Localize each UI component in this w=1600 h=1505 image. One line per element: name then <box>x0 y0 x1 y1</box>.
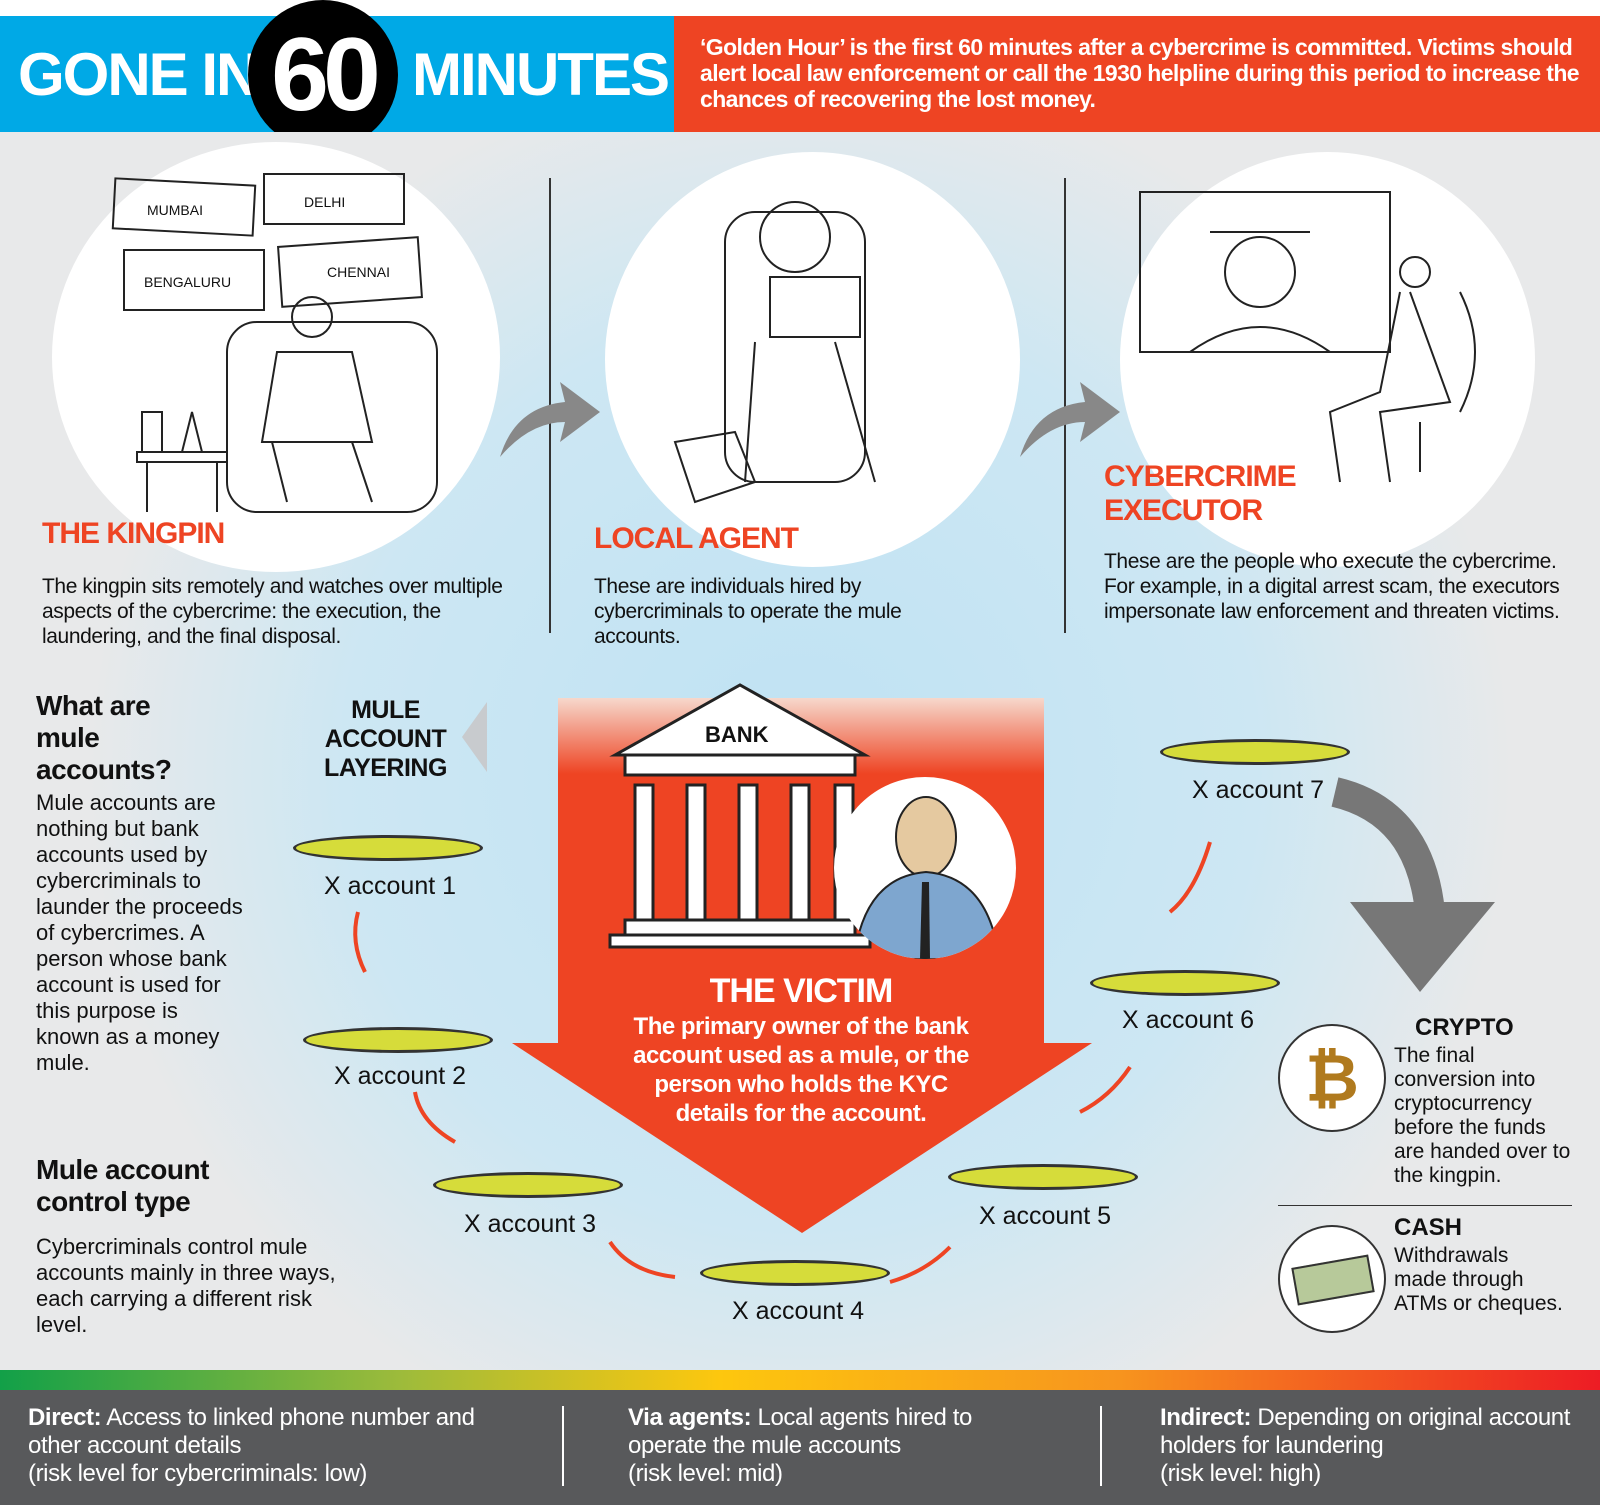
arrow-icon <box>1168 841 1212 914</box>
footer-text: Local agents hired to operate the mule a… <box>628 1404 972 1459</box>
arrow-down-icon <box>1331 777 1445 914</box>
kingpin-sketch-icon <box>111 173 438 513</box>
title-minutes: MINUTES <box>412 41 670 108</box>
arrow-right-icon <box>1020 382 1120 457</box>
arrow-icon <box>413 1091 456 1144</box>
divider <box>1278 1205 1572 1206</box>
footer-label: Via agents: <box>628 1404 752 1431</box>
arrow-right-icon <box>500 382 600 457</box>
account-disc <box>433 1172 623 1198</box>
divider <box>1064 178 1066 633</box>
arrow-icon <box>353 911 367 973</box>
kingpin-description: The kingpin sits remotely and watches ov… <box>42 575 503 648</box>
mule-question-title: What are mule accounts? <box>36 690 172 785</box>
footer-via-agents: Via agents: Local agents hired to operat… <box>628 1404 1048 1488</box>
account-disc <box>1160 739 1350 765</box>
arrow-up-left-icon <box>462 702 487 772</box>
victim-title: THE VICTIM <box>709 972 894 1010</box>
local-agent-illustration <box>605 152 1020 567</box>
flow-arrows <box>353 777 1495 1284</box>
arrow-icon <box>889 1245 952 1284</box>
main-panel: MUMBAI DELHI BENGALURU CHENNAI THE KINGP… <box>0 132 1600 1372</box>
account-3: X account 3 <box>463 1210 597 1238</box>
executor-description: These are the people who execute the cyb… <box>1104 550 1560 623</box>
header-banner-red <box>674 16 1600 132</box>
crypto-title: CRYPTO <box>1415 1014 1514 1041</box>
mule-layering-label: MULE ACCOUNT LAYERING <box>324 696 447 782</box>
cash-icon <box>1278 1225 1386 1333</box>
control-type-title: Mule account control type <box>36 1154 209 1217</box>
account-7: X account 7 <box>1191 776 1325 804</box>
city-label-bengaluru: BENGALURU <box>144 274 232 290</box>
bitcoin-icon: ₿ <box>1278 1024 1386 1132</box>
account-disc <box>303 1027 493 1053</box>
footer-risk: (risk level: high) <box>1160 1460 1321 1487</box>
risk-gradient-bar <box>0 1370 1600 1390</box>
footer-label: Direct: <box>28 1404 102 1431</box>
account-5: X account 5 <box>978 1202 1112 1230</box>
account-6: X account 6 <box>1121 1006 1255 1034</box>
title-gone-in: GONE IN <box>18 41 259 108</box>
divider <box>1100 1406 1102 1486</box>
account-disc <box>700 1260 890 1286</box>
control-type-footer: Direct: Access to linked phone number an… <box>0 1390 1600 1505</box>
victim-arrow <box>512 1043 1092 1233</box>
agent-sketch-icon <box>673 201 876 504</box>
executor-illustration <box>1120 152 1535 567</box>
cash-title: CASH <box>1394 1214 1463 1241</box>
victim-avatar <box>834 777 1016 959</box>
mule-question-description: Mule accounts are nothing but bank accou… <box>36 790 243 1075</box>
crypto-description: The final conversion into cryptocurrency… <box>1394 1044 1571 1187</box>
city-label-mumbai: MUMBAI <box>147 202 203 218</box>
title-60-circle: 60 <box>248 0 398 150</box>
executor-title: CYBERCRIME EXECUTOR <box>1104 460 1297 527</box>
cash-description: Withdrawals made through ATMs or cheques… <box>1394 1244 1563 1315</box>
executor-sketch-icon <box>1139 191 1476 483</box>
footer-risk: (risk level for cybercriminals: low) <box>28 1460 367 1487</box>
footer-label: Indirect: <box>1160 1404 1252 1431</box>
account-4: X account 4 <box>731 1297 865 1325</box>
arrow-icon <box>1079 1065 1132 1114</box>
city-label-chennai: CHENNAI <box>327 264 391 280</box>
footer-indirect: Indirect: Depending on original account … <box>1160 1404 1580 1488</box>
footer-text: Access to linked phone number and other … <box>28 1404 475 1459</box>
bank-label: BANK <box>705 722 769 747</box>
account-disc <box>948 1164 1138 1190</box>
divider <box>562 1406 564 1486</box>
local-agent-description: These are individuals hired by cybercrim… <box>594 575 902 648</box>
footer-text: Depending on original account holders fo… <box>1160 1404 1570 1459</box>
city-label-delhi: DELHI <box>304 194 346 210</box>
local-agent-title: LOCAL AGENT <box>594 522 799 555</box>
footer-direct: Direct: Access to linked phone number an… <box>28 1404 528 1488</box>
account-disc <box>293 835 483 861</box>
golden-hour-intro: ‘Golden Hour’ is the first 60 minutes af… <box>700 34 1580 112</box>
arrow-icon <box>608 1240 676 1279</box>
control-type-description: Cybercriminals control mule accounts mai… <box>36 1234 336 1337</box>
kingpin-title: THE KINGPIN <box>42 517 225 550</box>
kingpin-illustration: MUMBAI DELHI BENGALURU CHENNAI <box>52 142 500 572</box>
account-1: X account 1 <box>323 872 457 900</box>
victim-description: The primary owner of the bank account us… <box>633 1013 969 1127</box>
account-disc <box>1090 970 1280 996</box>
account-2: X account 2 <box>333 1062 467 1090</box>
footer-risk: (risk level: mid) <box>628 1460 783 1487</box>
